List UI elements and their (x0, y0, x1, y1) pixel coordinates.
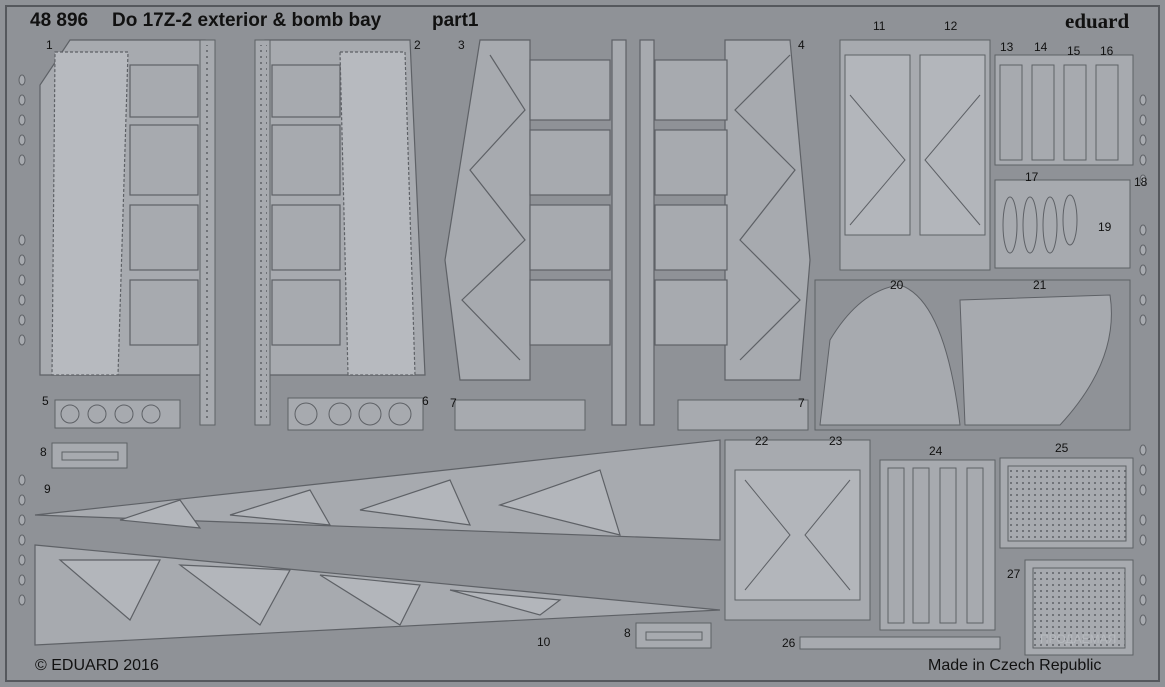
part-number: 27 (1007, 567, 1021, 581)
part-number: 20 (890, 278, 904, 292)
part-number: 26 (782, 636, 796, 650)
part-number: 8 (624, 626, 631, 640)
part-11-12-panels (839, 39, 991, 271)
part-20-21-domes (814, 279, 1131, 431)
part-13-16-strips (994, 54, 1134, 166)
part-number: 22 (755, 434, 769, 448)
part-number: 14 (1034, 40, 1048, 54)
origin-note: Made in Czech Republic (928, 657, 1102, 674)
part-number: 23 (829, 434, 843, 448)
brand-logo: eduard (1065, 9, 1130, 33)
product-code: 48 896 (30, 10, 89, 31)
part-27-clips (1024, 559, 1134, 656)
part-2-door (264, 39, 426, 376)
part-number: 18 (1134, 175, 1148, 189)
part-number: 17 (1025, 170, 1039, 184)
part-number: 2 (414, 38, 421, 52)
part-number: 16 (1100, 44, 1114, 58)
part-8-hinge (51, 442, 712, 649)
part-number: 10 (537, 635, 551, 649)
part-number: 25 (1055, 441, 1069, 455)
part-22-23-plates (724, 439, 871, 621)
part-number: 8 (40, 445, 47, 459)
part-number: 7 (798, 396, 805, 410)
part-number: 11 (873, 19, 886, 33)
copyright: © EDUARD 2016 (35, 657, 159, 674)
part-9-10-wing-panels (34, 439, 721, 646)
part-17-19-levers (994, 179, 1131, 269)
part-4-truss-door (654, 39, 811, 381)
part-number: 7 (450, 396, 457, 410)
part-number: 21 (1033, 278, 1047, 292)
part-1-door (39, 39, 206, 376)
part-number: 3 (458, 38, 465, 52)
part-24-rods (879, 459, 996, 631)
part-number: 1 (46, 38, 53, 52)
watermark: ПРОДАЕМАЯ (1040, 632, 1117, 646)
part-6-discs (287, 397, 424, 431)
sheet-title: Do 17Z-2 exterior & bomb bay (112, 10, 382, 31)
part-5-washers (54, 399, 181, 429)
part-number: 6 (422, 394, 429, 408)
part-25-tabs (999, 457, 1134, 549)
sprue-holes (18, 74, 1147, 626)
sheet-part: part1 (432, 10, 479, 31)
part-number: 4 (798, 38, 805, 52)
part-number: 5 (42, 394, 49, 408)
spar-rivets (203, 45, 212, 420)
part-number: 24 (929, 444, 943, 458)
part-number: 19 (1098, 220, 1112, 234)
part-number: 13 (1000, 40, 1014, 54)
part-number: 12 (944, 19, 958, 33)
part-3-truss-door (444, 39, 655, 426)
part-number: 9 (44, 482, 51, 496)
part-26-strip (799, 636, 1001, 650)
part-number: 15 (1067, 44, 1081, 58)
fret-border (5, 5, 1160, 682)
part-7-brackets (454, 399, 809, 431)
